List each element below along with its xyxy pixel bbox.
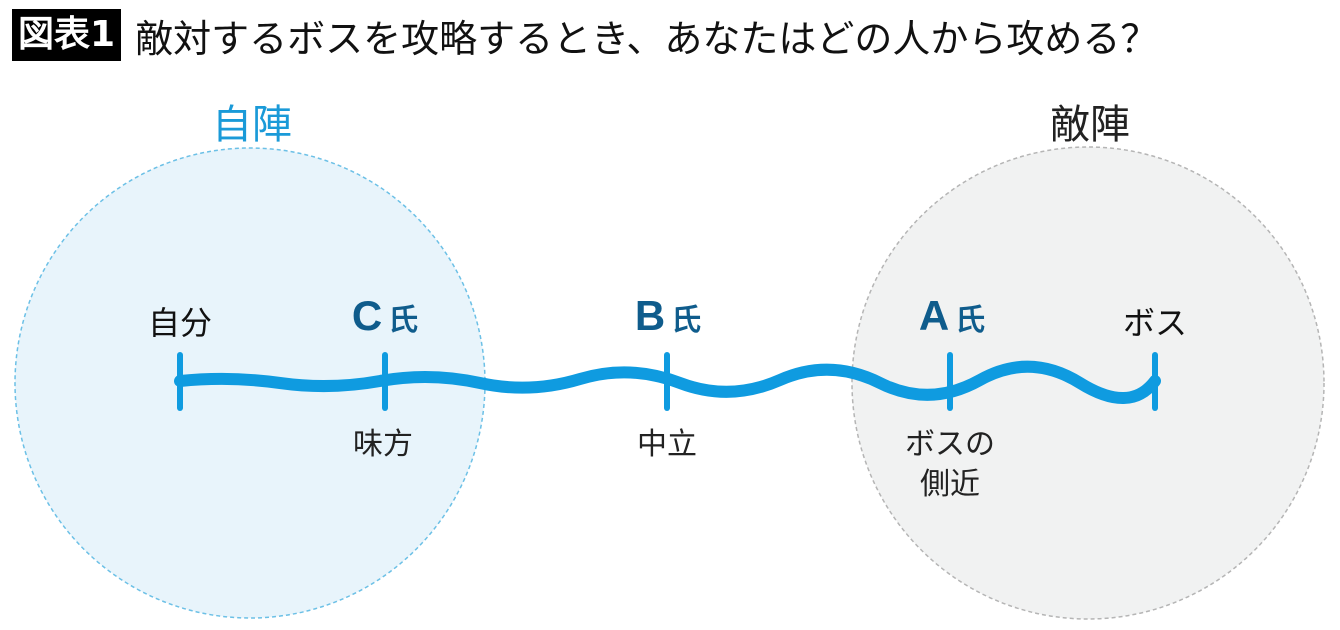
- person-a-suffix: 氏: [955, 303, 986, 338]
- person-b-letter: B: [634, 292, 666, 339]
- figure-title: 敵対するボスを攻略するとき、あなたはどの人から攻める？: [135, 16, 1159, 61]
- aide-role: ボスの側近: [905, 425, 995, 505]
- aide-role-line1: ボスの: [905, 427, 995, 462]
- person-b-suffix: 氏: [671, 303, 702, 338]
- header: 図表1 敵対するボスを攻略するとき、あなたはどの人から攻める？: [12, 8, 1158, 62]
- spectrum-line: [174, 360, 1161, 404]
- boss-label: ボス: [1122, 304, 1188, 342]
- own-camp-label: 自陣: [212, 102, 292, 148]
- figure-badge: 図表1: [12, 9, 122, 61]
- person-c-suffix: 氏: [388, 303, 419, 338]
- neutral-role: 中立: [637, 427, 697, 462]
- self-label: 自分: [147, 304, 213, 342]
- enemy-camp-label: 敵陣: [1050, 102, 1130, 148]
- aide-role-line2: 側近: [920, 467, 980, 502]
- ally-role: 味方: [353, 427, 413, 462]
- person-c-letter: C: [351, 292, 383, 339]
- person-a-letter: A: [918, 292, 950, 339]
